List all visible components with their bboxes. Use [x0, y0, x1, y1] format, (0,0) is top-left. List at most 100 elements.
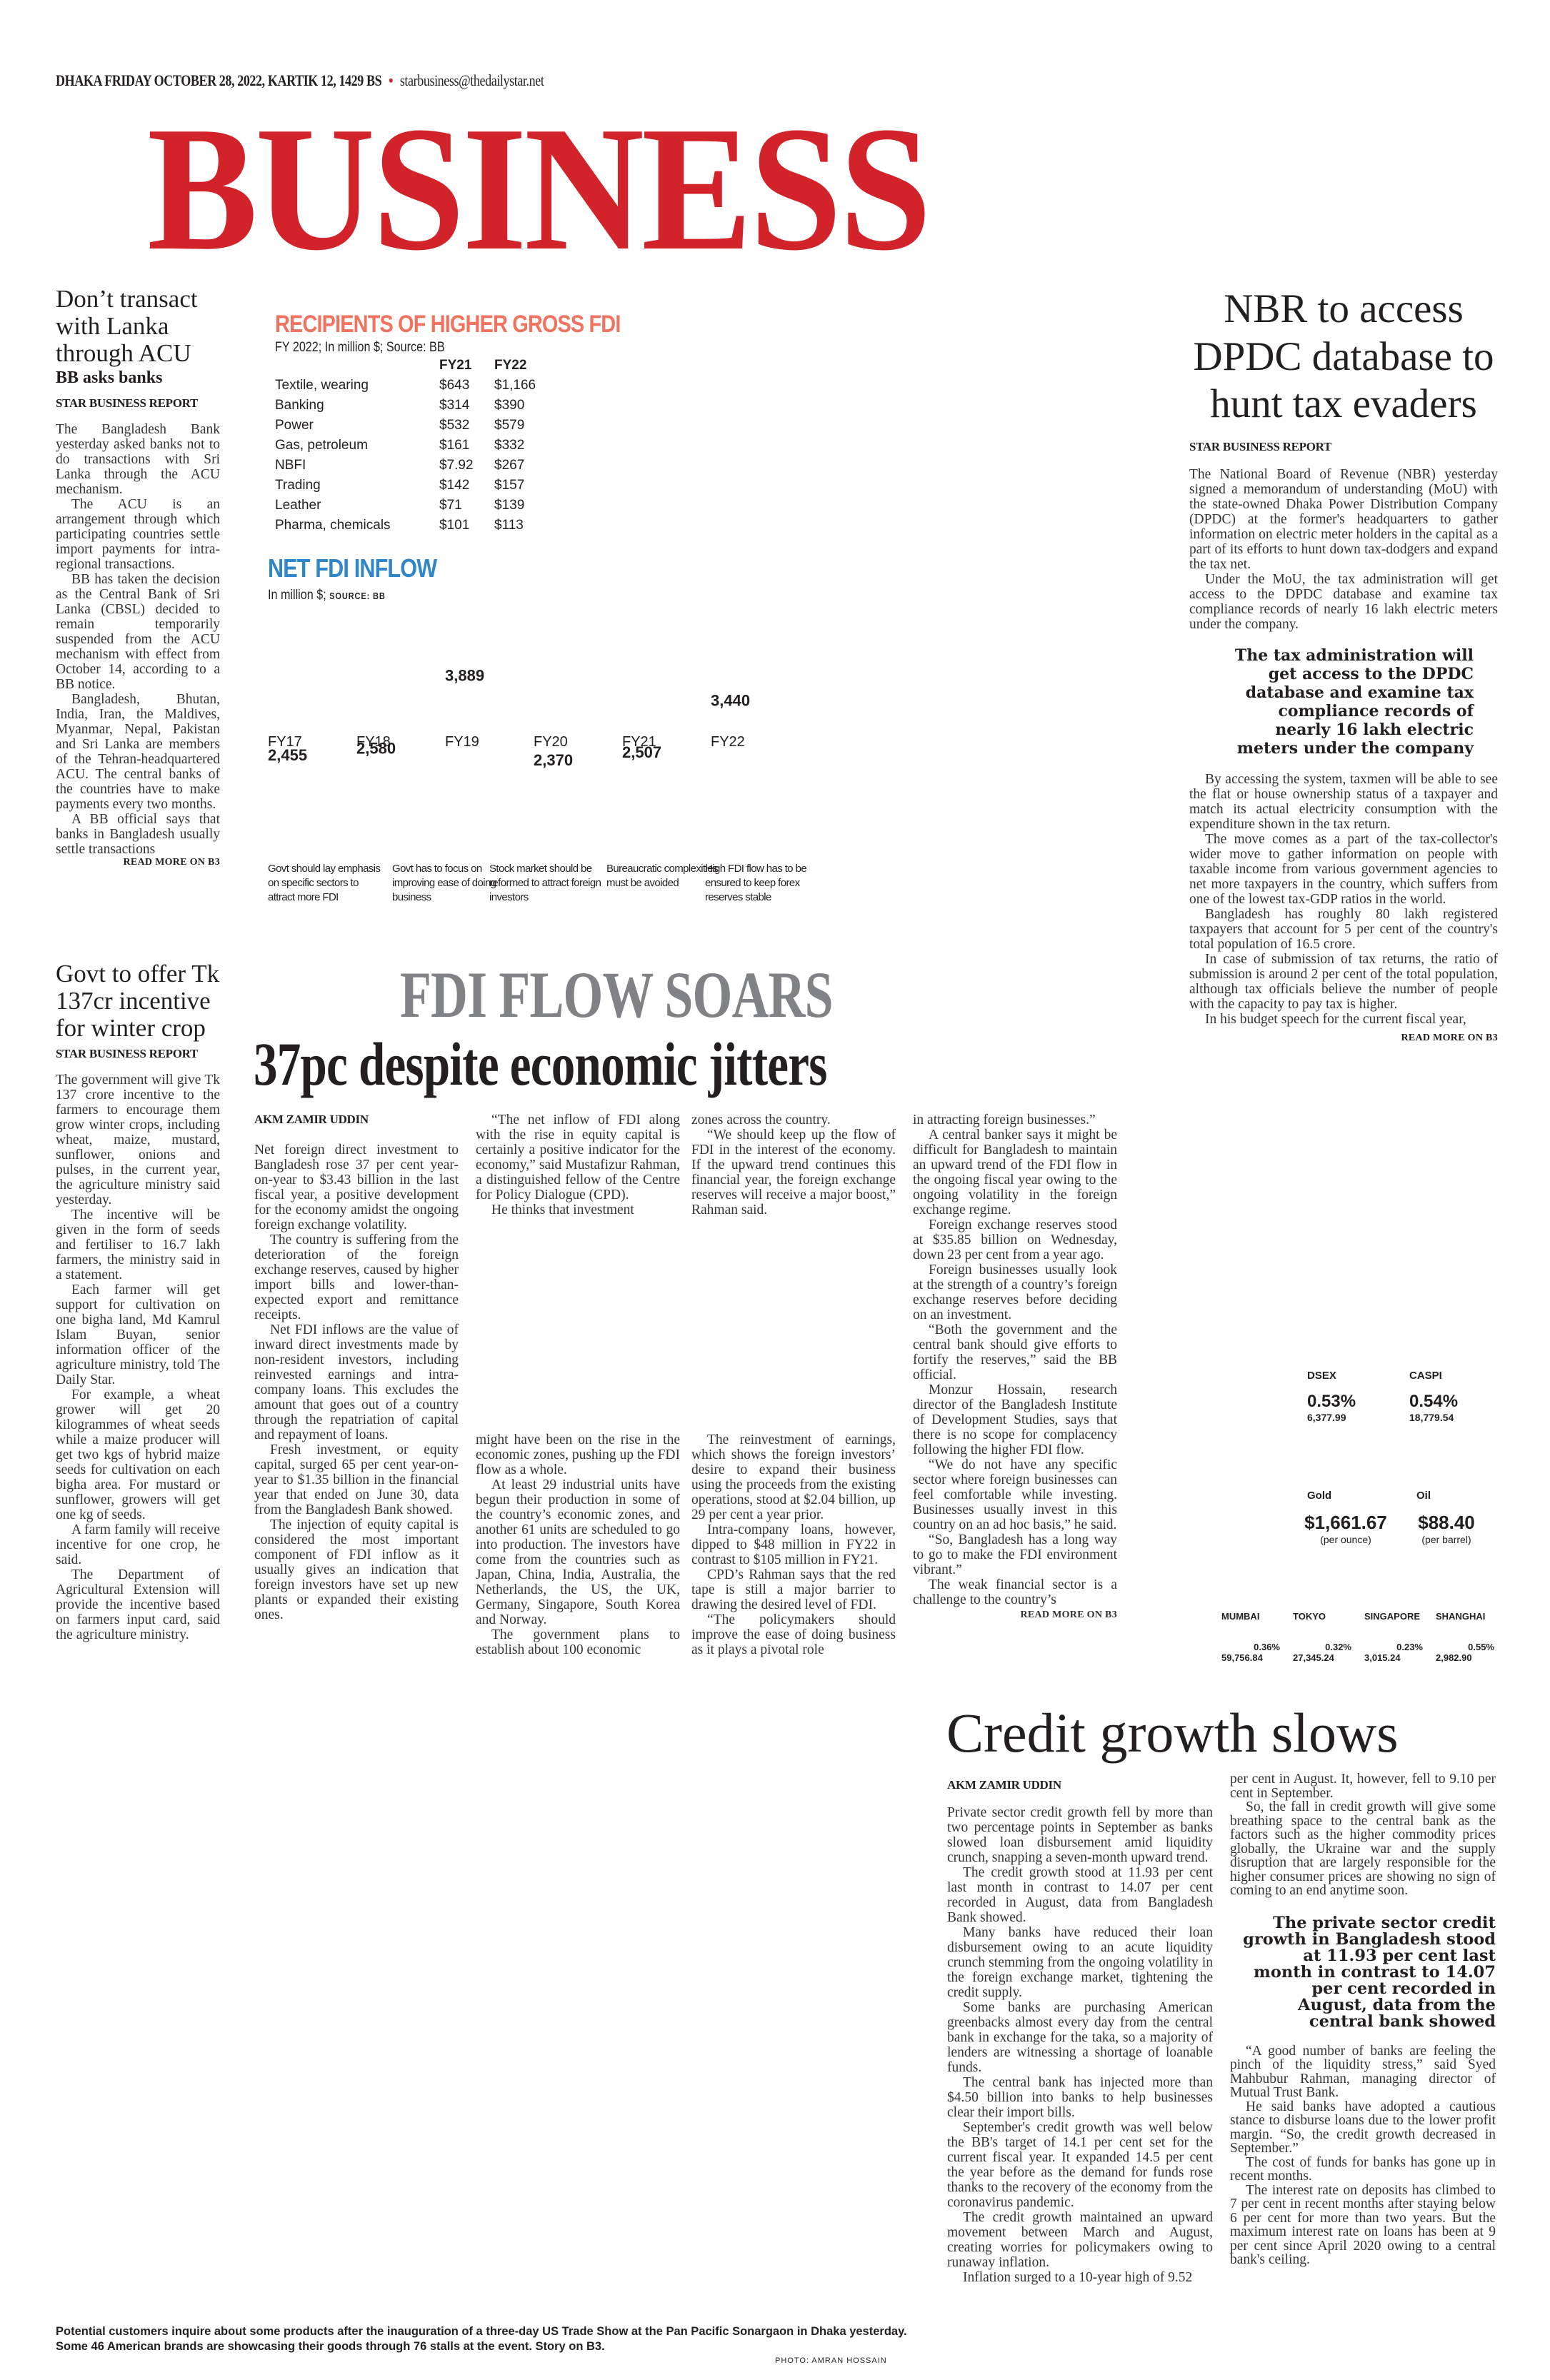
commodity-price: $1,661.67 [1304, 1512, 1387, 1533]
value-cell: $7.92 [439, 458, 474, 473]
nbr-body-top: The National Board of Revenue (NBR) yest… [1189, 467, 1498, 632]
lanka-subhead: BB asks banks [56, 368, 163, 388]
nbr-story: NBR to access DPDC database to hunt tax … [1189, 286, 1498, 1044]
paragraph: Intra-company loans, however, dipped to … [691, 1522, 896, 1567]
lanka-byline: STAR BUSINESS REPORT [56, 396, 199, 411]
paragraph: The move comes as a part of the tax-coll… [1189, 832, 1498, 908]
read-more-link[interactable]: READ MORE ON B3 [123, 857, 220, 868]
email-link[interactable]: starbusiness@thedailystar.net [399, 71, 544, 89]
lanka-headline[interactable]: Don’t transact with Lanka through ACU [56, 285, 198, 367]
value-cell: $157 [494, 478, 525, 493]
value-cell: $643 [439, 378, 470, 393]
x-tick-label: FY17 [268, 734, 302, 750]
dateline: DHAKA FRIDAY OCTOBER 28, 2022, KARTIK 12… [56, 71, 544, 90]
nbr-body-bottom: By accessing the system, taxmen will be … [1189, 772, 1498, 1027]
paragraph: At least 29 industrial units have begun … [476, 1477, 680, 1627]
market-change: 0.23% [1396, 1642, 1423, 1652]
chart-annotation: Govt should lay emphasis on specific sec… [268, 863, 381, 903]
table-row: Trading$142$157 [275, 476, 536, 496]
crop-body: The government will give Tk 137 crore in… [56, 1073, 220, 1642]
nbr-byline: STAR BUSINESS REPORT [1189, 440, 1332, 454]
paragraph: He said banks have adopted a cautious st… [1230, 2099, 1496, 2156]
value-cell: $390 [494, 398, 525, 413]
paragraph: A central banker says it might be diffic… [913, 1128, 1117, 1217]
market-value: 2,982.90 [1436, 1652, 1472, 1663]
market-dsex: DSEX 0.53% 6,377.99 [1307, 1370, 1393, 1423]
paragraph: For example, a wheat grower will get 20 … [56, 1387, 220, 1523]
market-name: SHANGHAI [1436, 1611, 1486, 1622]
column-header: FY21 [439, 358, 472, 373]
value-cell: $332 [494, 438, 525, 453]
crop-headline[interactable]: Govt to offer Tk 137cr incentive for win… [56, 960, 220, 1042]
paragraph: Bangladesh, Bhutan, India, Iran, the Mal… [56, 692, 220, 813]
sector-cell: Trading [275, 478, 321, 493]
paragraph: per cent in August. It, however, fell to… [1230, 1772, 1496, 1801]
paragraph: A farm family will receive incentive for… [56, 1522, 220, 1568]
market-change: 0.55% [1468, 1642, 1494, 1652]
data-label: 2,455 [268, 746, 307, 764]
paragraph: “We should keep up the flow of FDI in th… [691, 1128, 896, 1217]
table-row: Textile, wearing$643$1,166 [275, 376, 536, 396]
net-fdi-subtitle: In million $; SOURCE: BB [268, 588, 741, 603]
paragraph: The injection of equity capital is consi… [254, 1517, 459, 1622]
chart-annotation: Bureaucratic complexities must be avoide… [606, 863, 719, 889]
commodity-name: Oil [1416, 1490, 1431, 1502]
credit-byline: AKM ZAMIR UDDIN [947, 1778, 1061, 1792]
credit-headline[interactable]: Credit growth slows [946, 1702, 1399, 1764]
paragraph: In his budget speech for the current fis… [1205, 1012, 1466, 1028]
sector-cell: Power [275, 418, 314, 433]
paragraph: might have been on the rise in the econo… [476, 1432, 680, 1477]
paragraph: “Both the government and the central ban… [913, 1322, 1117, 1382]
nbr-headline[interactable]: NBR to access DPDC database to hunt tax … [1193, 286, 1494, 427]
paragraph: Some banks are purchasing American green… [947, 2000, 1213, 2075]
photo-credit: PHOTO: AMRAN HOSSAIN [775, 2356, 887, 2365]
paragraph: The interest rate on deposits has climbe… [1230, 2182, 1496, 2267]
asian-market-shanghai: SHANGHAI 0.55%2,982.90 [1436, 1611, 1507, 1663]
annotation-text: Bureaucratic complexities must be avoide… [606, 863, 719, 889]
paragraph: “The policymakers should improve the eas… [691, 1612, 896, 1657]
x-tick-label: FY19 [445, 734, 479, 750]
paragraph: “We do not have any specific sector wher… [913, 1457, 1117, 1532]
paragraph: “The net inflow of FDI along with the ri… [476, 1113, 680, 1202]
paragraph: The incentive will be given in the form … [56, 1207, 220, 1283]
photo-caption: Potential customers inquire about some p… [56, 2325, 907, 2353]
paragraph: Inflation surged to a 10-year high of 9.… [963, 2270, 1193, 2285]
market-value: 3,015.24 [1364, 1652, 1401, 1663]
paragraph: “A good number of banks are feeling the … [1230, 2043, 1496, 2100]
value-cell: $139 [494, 498, 525, 513]
index-change: 0.54% [1409, 1392, 1459, 1411]
table-row: Gas, petroleum$161$332 [275, 436, 536, 456]
lanka-story: Don’t transact with Lanka through ACU BB… [56, 286, 220, 868]
chart-annotation: Stock market should be reformed to attra… [489, 863, 601, 903]
index-change: 0.53% [1307, 1392, 1356, 1411]
paragraph: CPD’s Rahman says that the red tape is s… [691, 1567, 896, 1612]
market-box: DSEX 0.53% 6,377.99 CASPI 0.54% 18,779.5… [1200, 1342, 1521, 1671]
sector-cell: NBFI [275, 458, 306, 473]
fdi-col-4: in attracting foreign businesses.” A cen… [913, 1113, 1117, 1622]
paragraph: The Bangladesh Bank yesterday asked bank… [56, 422, 220, 498]
sector-cell: Leather [275, 498, 321, 513]
paragraph: The central bank has injected more than … [947, 2075, 1213, 2120]
read-more-link[interactable]: READ MORE ON B3 [1401, 1033, 1498, 1044]
data-label: 2,580 [356, 739, 396, 757]
paragraph: Net FDI inflows are the value of inward … [254, 1322, 459, 1442]
fdi-headline[interactable]: 37pc despite economic jitters [254, 1030, 827, 1098]
nbr-pull-quote: The tax administration will get access t… [1234, 646, 1474, 758]
paragraph: The ACU is an arrangement through which … [56, 497, 220, 573]
paragraph: The credit growth stood at 11.93 per cen… [947, 1865, 1213, 1925]
data-label: 3,440 [711, 692, 750, 710]
table-row: NBFI$7.92$267 [275, 456, 536, 476]
table-row: Banking$314$390 [275, 396, 536, 416]
market-change: 0.36% [1254, 1642, 1280, 1652]
paragraph: The country is suffering from the deteri… [254, 1232, 459, 1322]
commodity-unit: (per ounce) [1320, 1534, 1371, 1545]
annotation-text: High FDI flow has to be ensured to keep … [705, 863, 807, 903]
gross-fdi-title: RECIPIENTS OF HIGHER GROSS FDI [275, 311, 621, 338]
paragraph: The Department of Agricultural Extension… [56, 1567, 220, 1643]
gross-fdi-subtitle: FY 2022; In million $; Source: BB [275, 340, 445, 355]
read-more-link[interactable]: READ MORE ON B3 [1020, 1610, 1117, 1620]
paragraph: zones across the country. [691, 1113, 831, 1128]
